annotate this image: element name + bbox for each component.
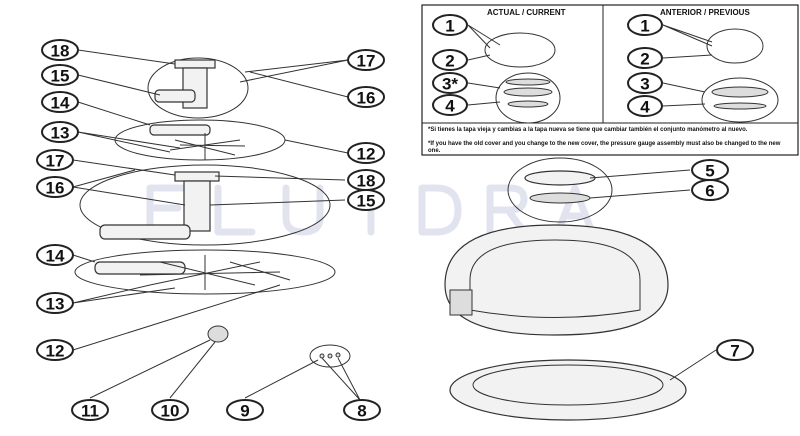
callout-number: 16: [46, 179, 65, 198]
callout-c18a: 18: [41, 39, 79, 61]
callout-c17b: 17: [36, 149, 74, 171]
current-header: ACTUAL / CURRENT: [487, 8, 566, 17]
callout-c16b: 16: [36, 176, 74, 198]
callout-number: 14: [51, 94, 70, 113]
callout-1: 2: [627, 47, 663, 69]
note-english: *If you have the old cover and you chang…: [428, 141, 781, 154]
callout-2: 3: [627, 72, 663, 94]
callout-number: 13: [51, 124, 70, 143]
callout-c14b: 14: [36, 244, 74, 266]
callout-number: 3*: [442, 75, 458, 94]
callout-c9: 9: [226, 399, 264, 421]
callout-number: 15: [51, 67, 70, 86]
callout-1: 2: [432, 49, 468, 71]
callout-c10: 10: [151, 399, 189, 421]
note-spanish: *Si tienes la tapa vieja y cambias a la …: [428, 127, 748, 133]
callout-c5: 5: [691, 159, 729, 181]
callout-number: 3: [640, 75, 649, 94]
version-legend-box: ACTUAL / CURRENT ANTERIOR / PREVIOUS: [421, 4, 799, 156]
leader-lines: [72, 49, 717, 401]
callout-c18b: 18: [347, 169, 385, 191]
callout-c15a: 15: [41, 64, 79, 86]
small-parts: [207, 325, 351, 368]
callout-number: 15: [357, 192, 376, 211]
callout-c12a: 12: [347, 142, 385, 164]
callout-number: 14: [46, 247, 65, 266]
callout-number: 12: [46, 342, 65, 361]
callout-number: 4: [640, 98, 650, 117]
callout-3: 4: [432, 94, 468, 116]
callout-c14a: 14: [41, 91, 79, 113]
callout-c17a: 17: [347, 49, 385, 71]
callout-number: 2: [445, 52, 454, 71]
callout-3: 4: [627, 95, 663, 117]
callout-c16a: 16: [347, 86, 385, 108]
callout-c11: 11: [71, 399, 109, 421]
callout-number: 9: [240, 402, 249, 421]
callout-number: 2: [640, 50, 649, 69]
callout-c8: 8: [343, 399, 381, 421]
callout-number: 18: [357, 172, 376, 191]
callout-number: 17: [357, 52, 376, 71]
callout-2: 3*: [432, 72, 468, 94]
callout-c13a: 13: [41, 121, 79, 143]
callout-0: 1: [627, 14, 663, 36]
callout-number: 7: [730, 342, 739, 361]
callout-number: 18: [51, 42, 70, 61]
callout-number: 6: [705, 182, 714, 201]
callout-number: 1: [640, 17, 649, 36]
callout-c7: 7: [716, 339, 754, 361]
callout-c15b: 15: [347, 189, 385, 211]
callout-c6: 6: [691, 179, 729, 201]
callout-number: 17: [46, 152, 65, 171]
filter-tank: [444, 157, 687, 421]
callout-number: 8: [357, 402, 366, 421]
callout-number: 10: [161, 402, 180, 421]
callout-0: 1: [432, 14, 468, 36]
callout-number: 16: [357, 89, 376, 108]
lower-diffuser-assembly: [74, 164, 336, 295]
callout-number: 12: [357, 145, 376, 164]
callout-number: 1: [445, 17, 454, 36]
callout-c13b: 13: [36, 292, 74, 314]
callout-number: 13: [46, 295, 65, 314]
upper-diffuser-assembly: [114, 57, 286, 161]
callout-number: 4: [445, 97, 455, 116]
callout-c12b: 12: [36, 339, 74, 361]
previous-header: ANTERIOR / PREVIOUS: [660, 8, 750, 17]
callout-number: 11: [81, 402, 99, 421]
callout-number: 5: [705, 162, 714, 181]
